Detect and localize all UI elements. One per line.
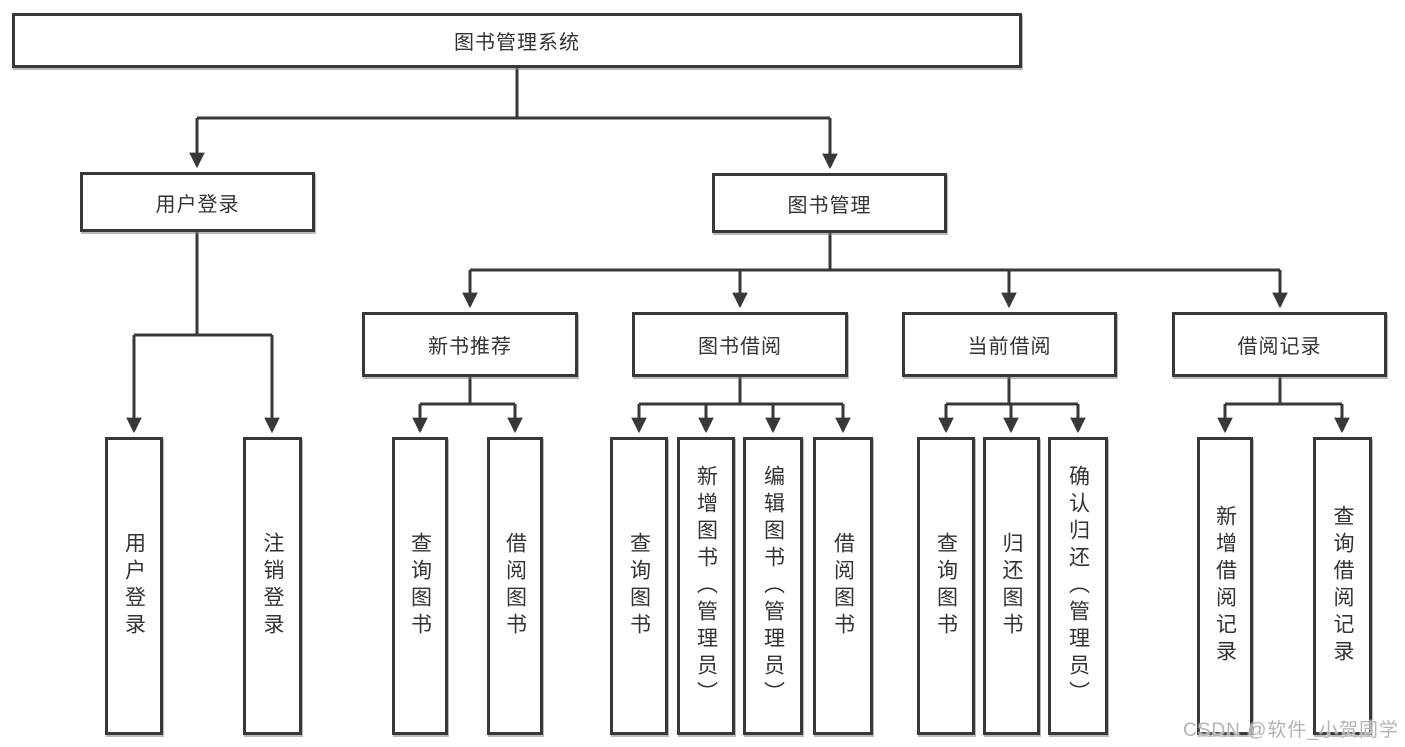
node-user-login: 用户登录	[80, 172, 315, 232]
leaf-newbook-borrow-book: 借阅图书	[487, 437, 543, 735]
node-book-borrow: 图书借阅	[632, 312, 848, 377]
leaf-newbook-query-book-label: 查询图书	[408, 532, 432, 640]
leaf-current-query-book: 查询图书	[917, 437, 975, 735]
leaf-newbook-borrow-book-label: 借阅图书	[503, 532, 527, 640]
leaf-borrow-edit-book-admin: 编辑图书（管理员）	[743, 437, 803, 735]
leaf-logout-login-label: 注销登录	[261, 532, 284, 640]
leaf-current-query-book-label: 查询图书	[934, 532, 958, 640]
leaf-record-query-label: 查询借阅记录	[1331, 505, 1354, 667]
leaf-logout-login: 注销登录	[243, 437, 302, 735]
leaf-user-login: 用户登录	[105, 437, 163, 735]
node-new-book-recommend: 新书推荐	[362, 312, 578, 377]
csdn-watermark: CSDN @软件_小贺同学	[1183, 720, 1399, 741]
node-current-borrow: 当前借阅	[902, 312, 1117, 377]
leaf-borrow-borrow-book: 借阅图书	[813, 437, 873, 735]
leaf-current-confirm-return-admin: 确认归还（管理员）	[1048, 437, 1108, 735]
leaf-record-add: 新增借阅记录	[1197, 437, 1253, 735]
leaf-user-login-label: 用户登录	[122, 532, 146, 640]
leaf-current-return-book-label: 归还图书	[1000, 532, 1023, 640]
leaf-borrow-borrow-book-label: 借阅图书	[831, 532, 855, 640]
leaf-current-return-book: 归还图书	[983, 437, 1040, 735]
node-borrow-record: 借阅记录	[1172, 312, 1387, 377]
leaf-borrow-edit-book-admin-label: 编辑图书（管理员）	[761, 464, 785, 708]
leaf-borrow-query-book: 查询图书	[610, 437, 668, 735]
leaf-borrow-query-book-label: 查询图书	[627, 532, 651, 640]
leaf-borrow-add-book-admin-label: 新增图书（管理员）	[694, 464, 718, 708]
leaf-record-query: 查询借阅记录	[1313, 437, 1372, 735]
leaf-newbook-query-book: 查询图书	[392, 437, 448, 735]
node-book-management: 图书管理	[712, 173, 947, 233]
node-root-system: 图书管理系统	[12, 13, 1022, 68]
leaf-record-add-label: 新增借阅记录	[1213, 505, 1237, 667]
leaf-current-confirm-return-admin-label: 确认归还（管理员）	[1066, 464, 1090, 708]
leaf-borrow-add-book-admin: 新增图书（管理员）	[677, 437, 735, 735]
